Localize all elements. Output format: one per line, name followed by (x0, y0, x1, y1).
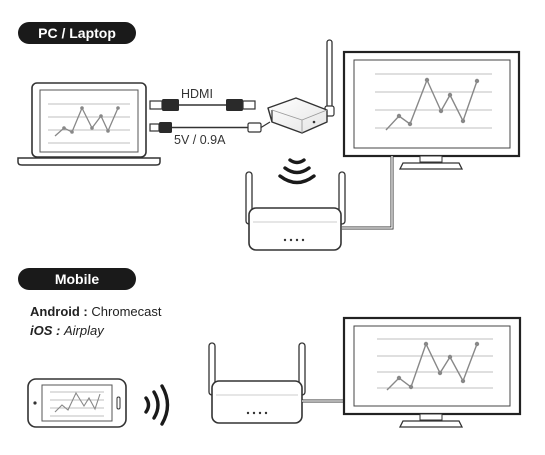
hdmi-label: HDMI (181, 87, 213, 101)
android-value: Chromecast (91, 304, 162, 319)
tv-router-cable (342, 156, 394, 230)
ios-line: iOS : Airplay (30, 323, 104, 338)
laptop-screen-chart (48, 103, 130, 144)
mobile-router-icon (208, 342, 306, 424)
hdmi-cable-icon (149, 99, 256, 111)
usb-cable-icon (149, 121, 271, 133)
ios-label: iOS : (30, 323, 61, 338)
phone-wifi-signal-icon (144, 384, 170, 426)
smartphone-icon (27, 378, 127, 428)
tv-screen-chart (375, 73, 492, 131)
android-line: Android : Chromecast (30, 304, 161, 319)
phone-screen-chart (50, 391, 104, 417)
ios-value: Airplay (63, 323, 104, 338)
laptop-icon (17, 82, 161, 166)
pc-laptop-section-title: PC / Laptop (18, 22, 136, 44)
mobile-tv-screen-chart (377, 338, 493, 391)
tv-monitor-icon (342, 50, 521, 170)
router-icon (245, 171, 346, 251)
android-label: Android : (30, 304, 88, 319)
wireless-dongle-icon (267, 39, 335, 134)
mobile-tv-monitor-icon (342, 316, 522, 428)
mobile-section-title: Mobile (18, 268, 136, 290)
power-label: 5V / 0.9A (174, 133, 226, 147)
wifi-signal-icon (278, 158, 316, 185)
